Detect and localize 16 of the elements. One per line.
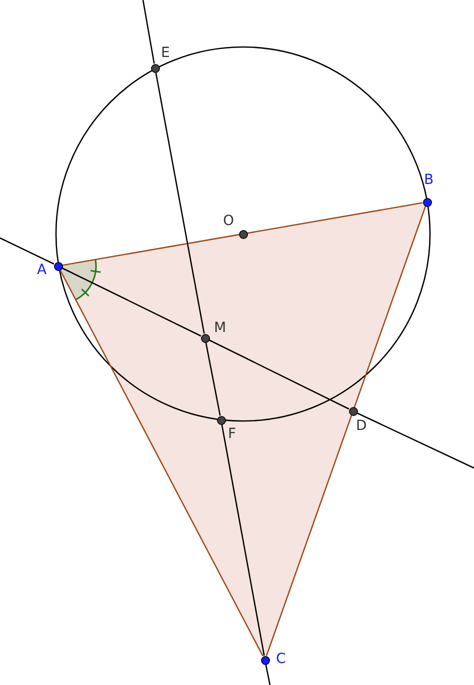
line-segment [208, 339, 350, 410]
line-segment [62, 267, 202, 337]
point-label: E [161, 46, 170, 60]
line-segment [155, 72, 205, 334]
point-label: A [37, 263, 47, 277]
line-segment [60, 270, 264, 656]
point-label: M [214, 321, 226, 335]
line-segment [62, 202, 423, 266]
point-label: D [356, 419, 367, 433]
line-segment [266, 206, 426, 656]
point-label: B [424, 173, 434, 187]
line-segment [205, 342, 221, 416]
point-label: C [276, 652, 286, 666]
line-segment [221, 424, 265, 656]
point-label: F [228, 427, 236, 441]
point-label: O [223, 214, 234, 228]
